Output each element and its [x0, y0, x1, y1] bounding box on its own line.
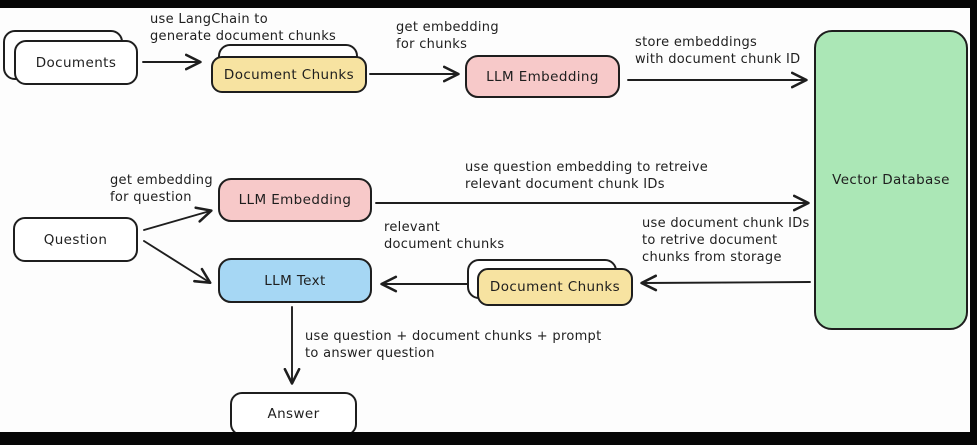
edge-label-embed-question: get embedding for question: [110, 173, 213, 205]
node-llm-embedding-mid[interactable]: LLM Embedding: [218, 178, 372, 222]
node-document-chunks-top[interactable]: Document Chunks: [211, 56, 367, 93]
edge-label-retrieve-chunks: use document chunk IDs to retrive docume…: [642, 216, 810, 265]
arrow-vectordb-to-chunks: [640, 274, 811, 292]
edge-label-relevant-chunks: relevant document chunks: [384, 220, 505, 252]
edge-label-generate-chunks: use LangChain to generate document chunk…: [150, 12, 337, 44]
edge-label-answer-question: use question + document chunks + prompt …: [305, 329, 602, 361]
edge-label-embed-chunks: get embedding for chunks: [396, 20, 499, 52]
top-border-bar: [0, 0, 977, 8]
arrow-question-to-llmtext: [143, 240, 212, 285]
arrow-question-to-embedding: [143, 206, 213, 231]
node-vector-database-label: Vector Database: [832, 172, 950, 188]
node-answer[interactable]: Answer: [230, 392, 357, 436]
node-llm-embedding-top[interactable]: LLM Embedding: [465, 55, 620, 98]
node-document-chunks-top-label: Document Chunks: [223, 66, 355, 83]
node-documents-label: Documents: [35, 54, 117, 71]
node-document-chunks-bottom[interactable]: Document Chunks: [477, 268, 633, 306]
edge-label-retrieve-ids: use question embedding to retreive relev…: [465, 160, 708, 192]
bottom-border-bar: [0, 432, 977, 445]
node-llm-embedding-top-label: LLM Embedding: [486, 68, 599, 85]
node-llm-text[interactable]: LLM Text: [218, 258, 372, 303]
node-vector-database[interactable]: Vector Database: [814, 30, 968, 330]
node-question[interactable]: Question: [13, 217, 138, 262]
node-documents[interactable]: Documents: [14, 40, 138, 85]
node-answer-label: Answer: [267, 406, 320, 422]
right-border-bar: [970, 0, 977, 445]
edge-label-store-embeddings: store embeddings with document chunk ID: [635, 35, 801, 67]
node-llm-text-label: LLM Text: [264, 272, 326, 289]
node-llm-embedding-mid-label: LLM Embedding: [238, 192, 352, 208]
node-document-chunks-bottom-label: Document Chunks: [489, 279, 621, 295]
node-question-label: Question: [43, 231, 108, 248]
